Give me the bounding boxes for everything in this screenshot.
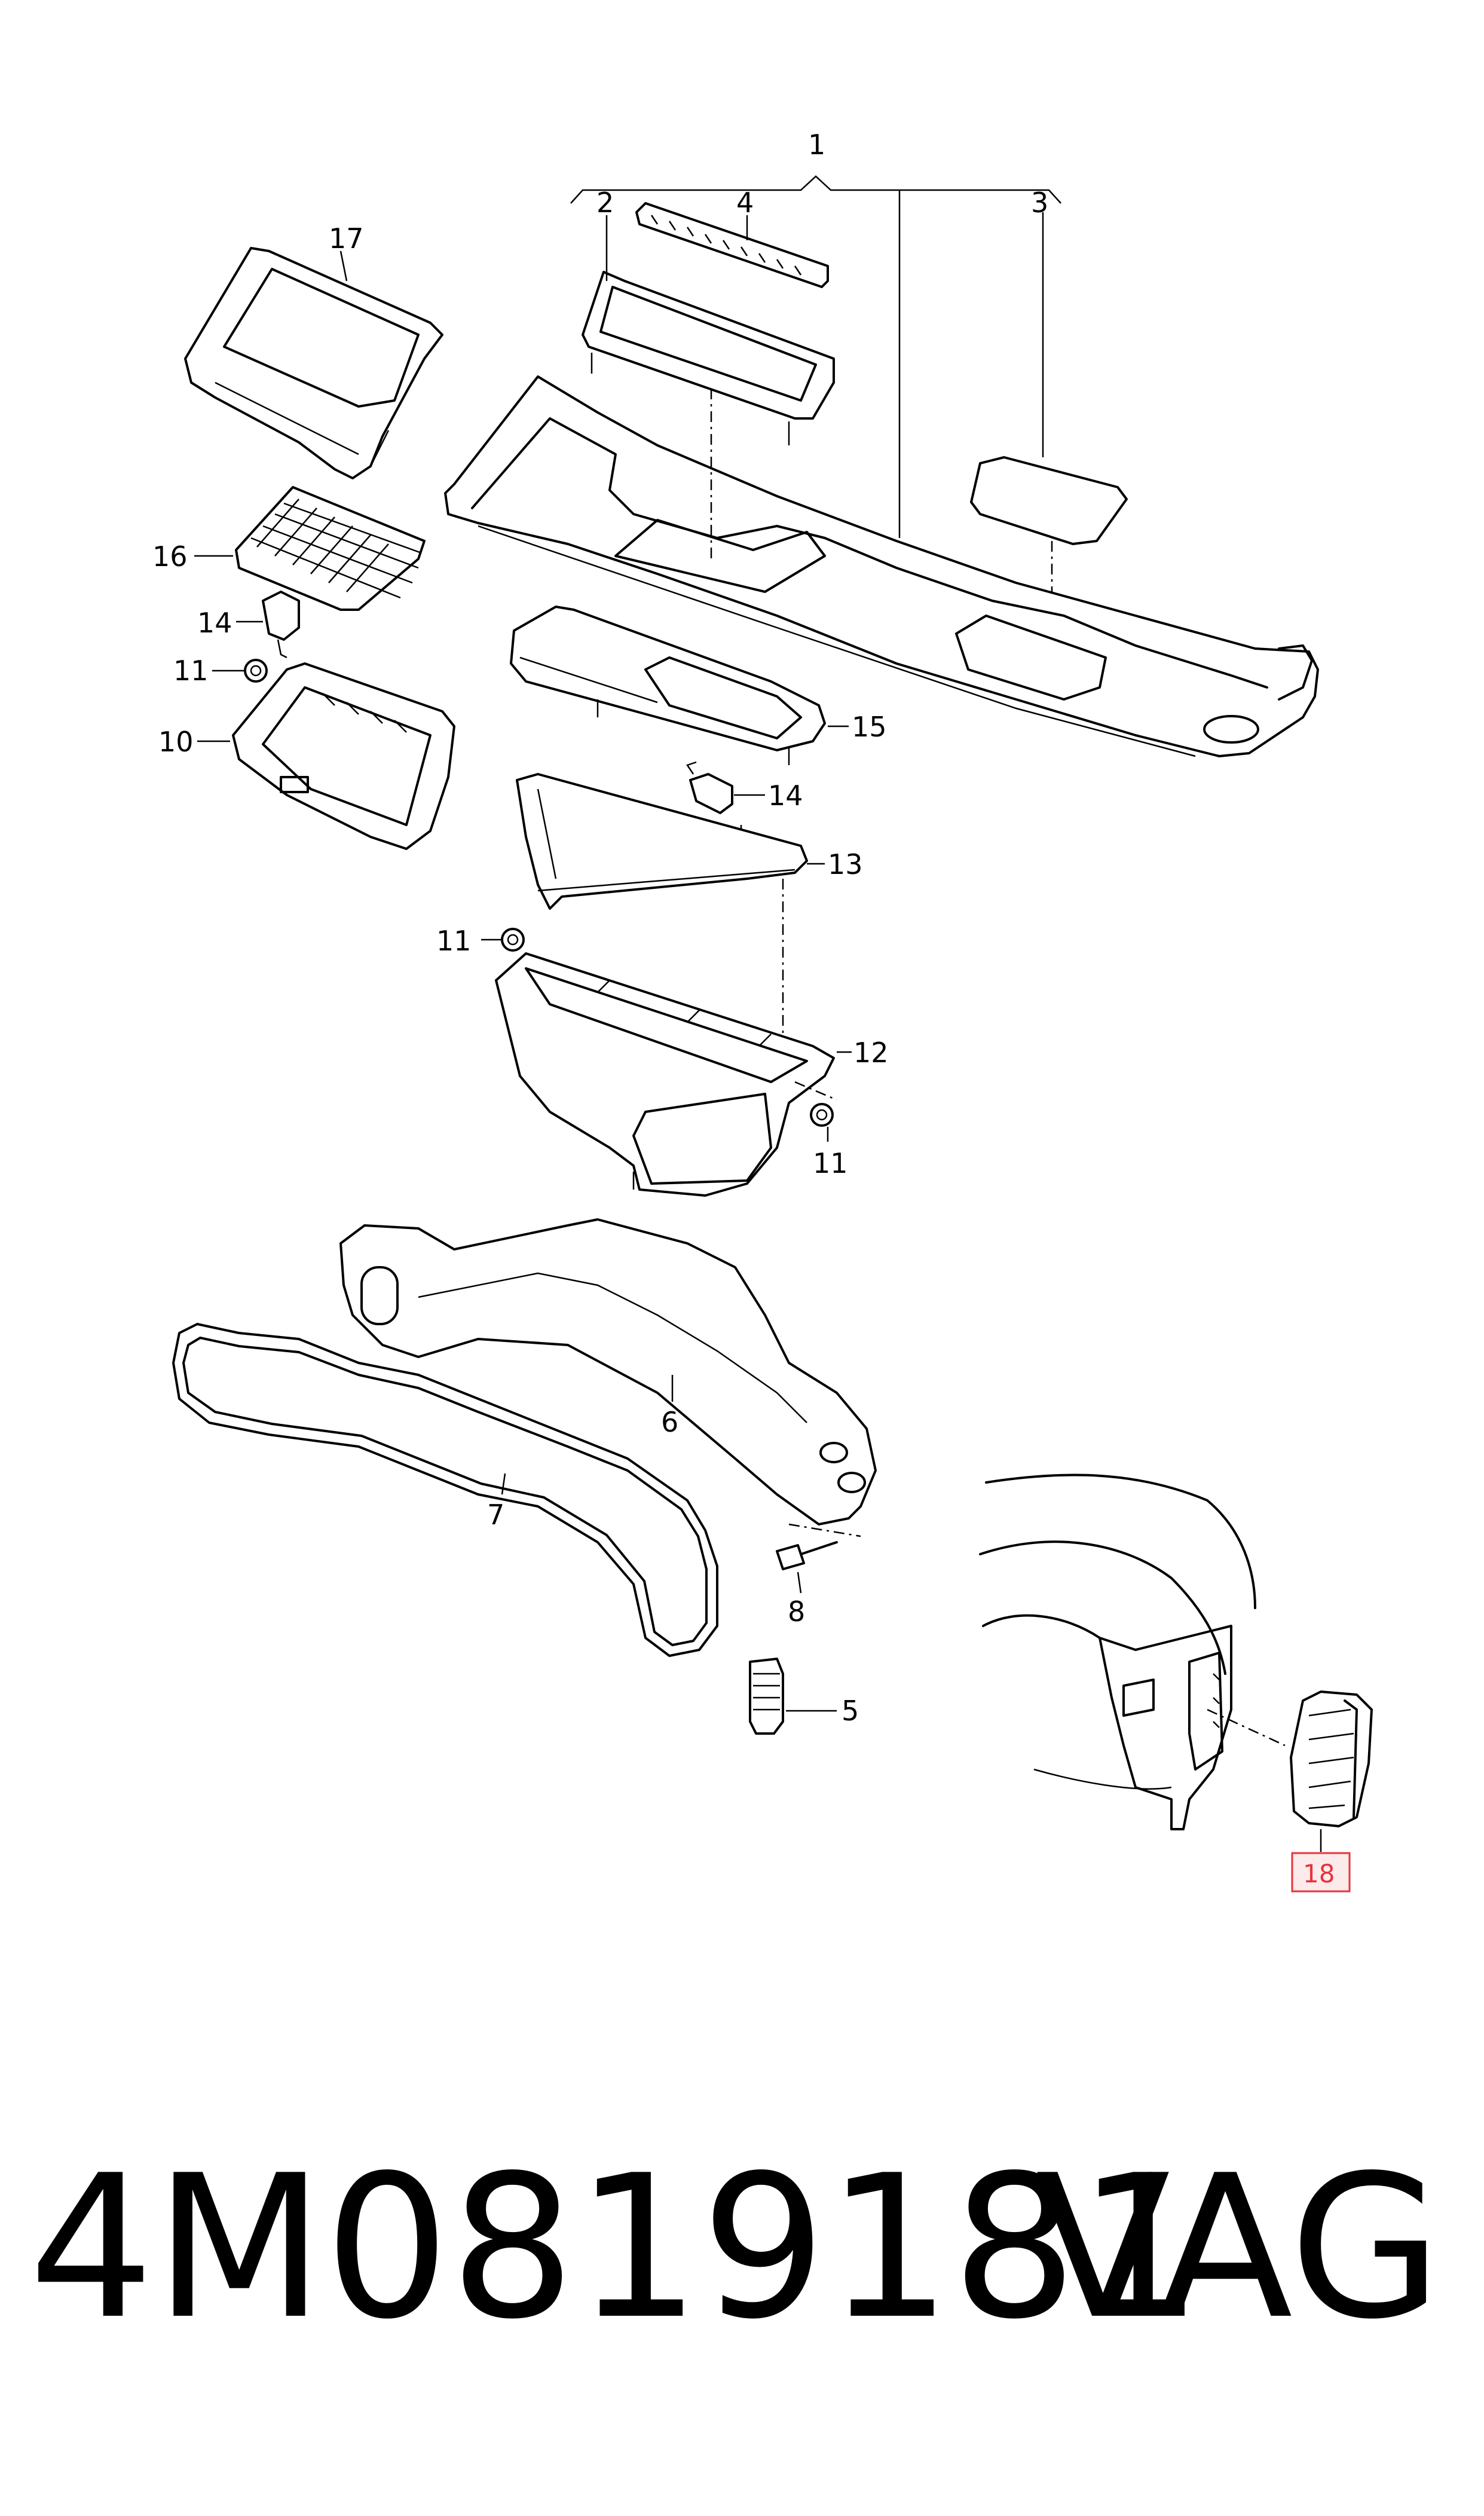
callout-12: 12 xyxy=(853,1037,889,1069)
callout-18: 18 xyxy=(1303,1859,1335,1888)
callout-15: 15 xyxy=(852,711,887,743)
callout-17: 17 xyxy=(329,222,364,255)
callout-14b: 14 xyxy=(768,779,803,812)
part-10-lower-housing: 10 xyxy=(158,662,455,850)
part-4-grille: 4 xyxy=(635,187,829,288)
part-8-bolt: 8 xyxy=(776,1541,838,1628)
callout-16: 16 xyxy=(152,540,188,573)
part-11-nut-a: 11 xyxy=(173,655,268,687)
callout-6: 6 xyxy=(661,1406,678,1438)
callout-10: 10 xyxy=(158,726,194,758)
callout-5: 5 xyxy=(842,1695,859,1727)
part-7-seal: 7 xyxy=(172,1323,718,1657)
part-2-frame: 2 xyxy=(582,187,835,445)
parts-exploded-diagram: 1 4 2 3 17 xyxy=(152,129,1373,1893)
brand-label: VAG xyxy=(1035,2133,1442,2362)
callout-8: 8 xyxy=(788,1595,805,1628)
part-number-label: 4M0819181 xyxy=(29,2133,1203,2362)
callout-11a: 11 xyxy=(173,655,209,687)
part-12-water-box: 12 xyxy=(495,952,889,1197)
callout-1: 1 xyxy=(808,129,825,161)
part-11-nut-c: 11 xyxy=(794,1081,848,1179)
callout-2: 2 xyxy=(596,187,614,219)
part-17-housing: 17 xyxy=(184,222,443,479)
callout-4: 4 xyxy=(736,187,754,219)
part-14-clip-a: 14 xyxy=(197,591,300,659)
part-16-mesh-filter: 16 xyxy=(152,486,426,611)
body-panel-context xyxy=(979,1473,1286,1830)
part-1-plenum-tray xyxy=(444,375,1319,757)
part-6-shield: 6 xyxy=(339,1218,877,1537)
callout-7: 7 xyxy=(487,1499,504,1531)
part-13-wedge-panel: 13 xyxy=(516,773,863,1076)
part-18-vent-grille: 18 xyxy=(1290,1690,1373,1893)
callout-1-bracket: 1 xyxy=(570,129,1061,538)
callout-14a: 14 xyxy=(197,607,232,639)
part-14-clip-b: 14 xyxy=(686,761,803,870)
part-5-plug: 5 xyxy=(749,1658,859,1735)
callout-11c: 11 xyxy=(813,1147,848,1179)
callout-18-highlight-box xyxy=(1291,1852,1351,1893)
callout-13: 13 xyxy=(828,848,863,881)
callout-3: 3 xyxy=(1031,187,1048,219)
part-15-duct: 15 xyxy=(510,606,887,765)
callout-11b: 11 xyxy=(436,925,472,957)
part-11-nut-b: 11 xyxy=(436,925,525,957)
caption-bar: 4M0819181 VAG xyxy=(0,2128,1484,2367)
